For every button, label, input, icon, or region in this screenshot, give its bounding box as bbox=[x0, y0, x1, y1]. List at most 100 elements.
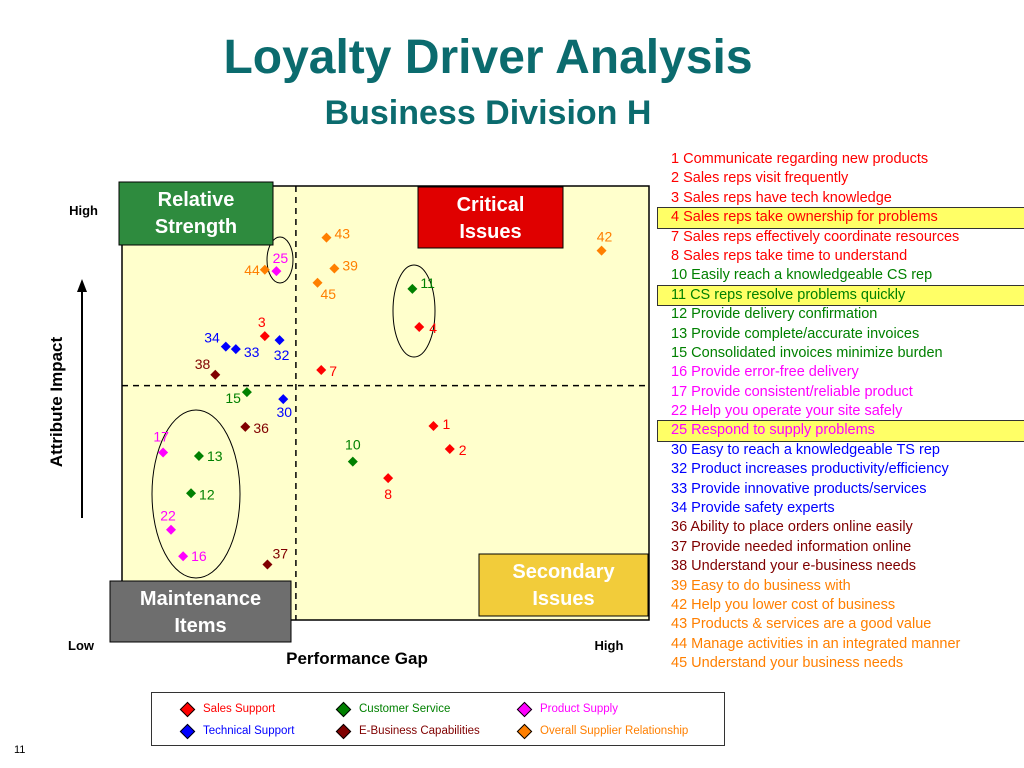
legend-list-item: 13 Provide complete/accurate invoices bbox=[671, 325, 920, 342]
data-label-36: 36 bbox=[253, 420, 269, 436]
data-label-11: 11 bbox=[420, 275, 435, 291]
y-tick-high: High bbox=[69, 203, 98, 218]
legend-label: Overall Supplier Relationship bbox=[540, 725, 689, 737]
legend-list-item: 45 Understand your business needs bbox=[671, 655, 904, 672]
data-point-36 bbox=[240, 421, 251, 432]
quadrant-label-bottom-right: Secondary bbox=[512, 561, 615, 583]
data-label-43: 43 bbox=[334, 226, 350, 242]
legend-list-item: 30 Easy to reach a knowledgeable TS rep bbox=[671, 441, 940, 458]
data-label-2: 2 bbox=[459, 442, 467, 458]
legend-item-product_supply: Product Supply bbox=[516, 701, 618, 717]
quadrant-box-top-left bbox=[118, 181, 274, 246]
data-label-37: 37 bbox=[272, 545, 288, 561]
legend-list-item: 4 Sales reps take ownership for problems bbox=[657, 207, 1024, 229]
x-tick-low: Low bbox=[68, 638, 95, 653]
legend-item-sales_support: Sales Support bbox=[179, 701, 276, 717]
attribute-legend-list: 1 Communicate regarding new products 2 Sa… bbox=[657, 150, 1024, 674]
legend-label: Technical Support bbox=[203, 725, 295, 737]
legend-diamond-icon bbox=[516, 701, 533, 717]
legend-list-item: 42 Help you lower cost of business bbox=[671, 596, 896, 613]
quadrant-box-bottom-right bbox=[478, 553, 649, 617]
legend-list-item: 8 Sales reps take time to understand bbox=[671, 247, 908, 264]
y-axis-label: Attribute Impact bbox=[47, 336, 66, 467]
data-point-37 bbox=[262, 559, 273, 570]
legend-diamond-icon bbox=[516, 723, 533, 739]
data-label-32: 32 bbox=[274, 347, 290, 363]
data-point-42 bbox=[596, 245, 607, 256]
plot-area bbox=[121, 185, 650, 621]
legend-label: Product Supply bbox=[540, 703, 618, 715]
data-point-43 bbox=[321, 232, 332, 243]
data-point-39 bbox=[329, 263, 340, 274]
quadrant-box-top-right bbox=[417, 186, 564, 249]
data-point-38 bbox=[210, 369, 221, 380]
legend-list-item: 2 Sales reps visit frequently bbox=[671, 170, 849, 187]
data-label-44: 44 bbox=[244, 262, 260, 278]
legend-list-item: 38 Understand your e-business needs bbox=[671, 558, 917, 575]
data-point-34 bbox=[220, 341, 231, 352]
data-label-12: 12 bbox=[199, 486, 215, 502]
data-label-13: 13 bbox=[207, 448, 223, 464]
legend-item-overall: Overall Supplier Relationship bbox=[516, 723, 689, 739]
legend-label: Customer Service bbox=[359, 703, 451, 715]
quadrant-label-top-left: Strength bbox=[155, 216, 237, 238]
data-point-45 bbox=[312, 277, 323, 288]
data-point-25 bbox=[271, 266, 282, 277]
legend-item-ebusiness: E-Business Capabilities bbox=[335, 723, 480, 739]
cluster-ellipses bbox=[151, 236, 436, 579]
legend-diamond-icon bbox=[179, 723, 196, 739]
legend-item-technical_support: Technical Support bbox=[179, 723, 295, 739]
data-label-39: 39 bbox=[342, 257, 358, 273]
legend-list-item: 32 Product increases productivity/effici… bbox=[671, 461, 949, 478]
legend-list-item: 43 Products & services are a good value bbox=[671, 616, 932, 633]
legend-list-item: 16 Provide error-free delivery bbox=[671, 364, 859, 381]
data-label-16: 16 bbox=[191, 548, 207, 564]
data-label-7: 7 bbox=[329, 363, 337, 379]
data-label-38: 38 bbox=[195, 356, 211, 372]
legend-list-item: 10 Easily reach a knowledgeable CS rep bbox=[671, 267, 933, 284]
data-point-8 bbox=[383, 473, 394, 484]
data-label-1: 1 bbox=[442, 416, 450, 432]
legend-list-item: 39 Easy to do business with bbox=[671, 577, 851, 594]
data-point-2 bbox=[444, 444, 455, 455]
x-axis-label: Performance Gap bbox=[286, 649, 428, 668]
data-point-33 bbox=[230, 344, 241, 355]
legend-list-item: 34 Provide safety experts bbox=[671, 500, 835, 517]
ellipse-11-4 bbox=[392, 264, 436, 358]
page-number: 11 bbox=[14, 744, 26, 756]
x-tick-high: High bbox=[595, 638, 624, 653]
data-point-15 bbox=[241, 387, 252, 398]
data-point-17 bbox=[158, 447, 169, 458]
data-label-42: 42 bbox=[597, 229, 613, 245]
legend-label: Sales Support bbox=[203, 703, 276, 715]
data-label-15: 15 bbox=[225, 390, 241, 406]
legend-list-item: 33 Provide innovative products/services bbox=[671, 480, 927, 497]
y-axis-arrowhead bbox=[77, 279, 87, 292]
ellipse-maintenance bbox=[151, 409, 241, 579]
data-point-7 bbox=[316, 365, 327, 376]
legend-list-item: 44 Manage activities in an integrated ma… bbox=[671, 635, 961, 652]
data-point-30 bbox=[278, 394, 289, 405]
data-label-30: 30 bbox=[276, 404, 292, 420]
quadrant-label-top-right: Issues bbox=[459, 221, 521, 243]
data-label-25: 25 bbox=[273, 250, 289, 266]
quadrant-label-top-left: Relative bbox=[158, 189, 235, 211]
data-point-13 bbox=[193, 450, 204, 461]
data-point-3 bbox=[259, 331, 270, 342]
legend-list-item: 3 Sales reps have tech knowledge bbox=[671, 189, 892, 206]
legend-diamond-icon bbox=[335, 723, 352, 739]
legend-item-customer_service: Customer Service bbox=[335, 701, 451, 717]
quadrant-label-bottom-left: Maintenance bbox=[140, 588, 261, 610]
legend-list-item: 37 Provide needed information online bbox=[671, 538, 912, 555]
data-point-10 bbox=[347, 456, 358, 467]
data-label-10: 10 bbox=[345, 437, 361, 453]
quadrant-labels: RelativeStrengthCriticalIssuesMaintenanc… bbox=[109, 181, 649, 643]
legend-list-item: 7 Sales reps effectively coordinate reso… bbox=[671, 228, 960, 245]
ellipse-25 bbox=[266, 236, 294, 284]
page-subtitle: Business Division H bbox=[324, 94, 652, 132]
legend-list-item: 1 Communicate regarding new products bbox=[671, 151, 929, 167]
data-label-33: 33 bbox=[244, 344, 260, 360]
data-label-45: 45 bbox=[321, 286, 337, 302]
